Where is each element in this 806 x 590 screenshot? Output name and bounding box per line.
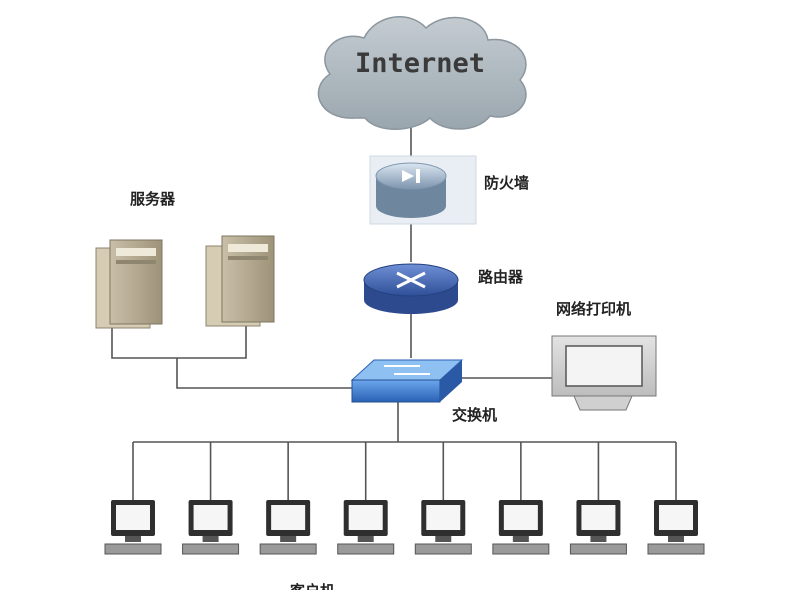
monitor-screen	[426, 505, 461, 530]
servers-group: 服务器	[95, 190, 275, 329]
client-computer	[259, 500, 317, 555]
firewall-icon-bar	[416, 169, 420, 183]
monitor-stand	[280, 536, 297, 542]
server-right	[205, 235, 275, 327]
monitor-screen	[581, 505, 616, 530]
monitor-stand	[668, 536, 684, 542]
client-computer	[569, 500, 627, 555]
keyboard	[259, 543, 317, 555]
keyboard	[569, 543, 627, 555]
firewall-icon	[402, 170, 414, 182]
router-arrows-icon	[396, 271, 426, 289]
printer-panel	[565, 345, 643, 387]
switch-device: 交换机	[350, 359, 497, 424]
client-computer	[182, 500, 240, 555]
firewall-label: 防火墙	[484, 174, 529, 192]
monitor-screen	[503, 505, 538, 530]
client-computer	[337, 500, 395, 555]
internet-cloud: Internet	[317, 16, 527, 130]
server-right-drive	[228, 244, 268, 252]
monitor-screen	[116, 505, 150, 530]
firewall-device: 防火墙	[369, 155, 529, 225]
internet-label: Internet	[355, 48, 485, 79]
monitor-stand	[357, 536, 374, 542]
monitor-screen	[271, 505, 306, 530]
wire-servers-switch	[176, 358, 352, 389]
printer-device: 网络打印机	[551, 300, 657, 411]
client-computer	[104, 500, 162, 555]
server-right-slot	[228, 256, 268, 260]
switch-front	[351, 379, 441, 403]
cloud-shape	[317, 16, 527, 130]
router-device: 路由器	[363, 263, 524, 314]
client-computer	[414, 500, 472, 555]
router-label: 路由器	[478, 268, 524, 286]
switch-label: 交换机	[452, 406, 497, 424]
switch-side	[440, 360, 462, 402]
wire-servers-pair	[111, 326, 247, 359]
printer-tray	[573, 395, 633, 411]
servers-label: 服务器	[130, 190, 176, 208]
monitor-stand	[202, 536, 219, 542]
connection-lines	[111, 118, 677, 500]
keyboard	[647, 543, 705, 555]
clients-label: 客户机	[289, 582, 335, 590]
monitor-screen	[193, 505, 228, 530]
client-computer	[492, 500, 550, 555]
keyboard	[104, 543, 162, 555]
client-drop-lines	[132, 442, 677, 500]
monitor-stand	[125, 536, 141, 542]
server-left-drive	[116, 248, 156, 256]
keyboard	[337, 543, 395, 555]
server-left-slot	[116, 260, 156, 264]
client-computer	[647, 500, 705, 555]
monitor-screen	[348, 505, 383, 530]
monitor-screen	[659, 505, 693, 530]
clients-group	[104, 500, 705, 555]
switch-arrows-icon	[384, 365, 430, 375]
monitor-stand	[512, 536, 529, 542]
monitor-stand	[435, 536, 452, 542]
keyboard	[414, 543, 472, 555]
keyboard	[492, 543, 550, 555]
printer-label: 网络打印机	[556, 300, 631, 318]
server-left	[95, 239, 163, 329]
monitor-stand	[590, 536, 607, 542]
keyboard	[182, 543, 240, 555]
